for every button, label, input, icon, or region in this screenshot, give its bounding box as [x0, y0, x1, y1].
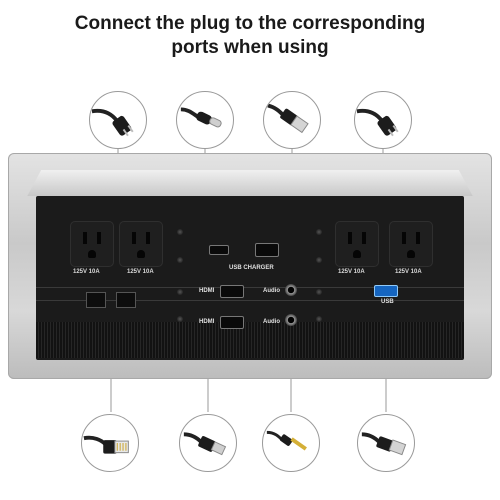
ethernet-port	[116, 292, 136, 308]
hdmi-port	[220, 285, 244, 298]
mount-screw	[177, 229, 183, 235]
instruction-heading: Connect the plug to the corresponding po…	[0, 12, 500, 60]
mount-screw	[177, 316, 183, 322]
panel-lid	[27, 170, 473, 196]
mount-screw	[316, 316, 322, 322]
usb-a-port	[374, 285, 398, 297]
usb-c-plug-icon	[176, 91, 234, 149]
hdmi-port	[220, 316, 244, 329]
outlet-rating-label: 125V 10A	[73, 269, 100, 275]
usb-a-charger-port	[255, 243, 279, 257]
brush-strip	[36, 322, 464, 358]
usb-label: USB	[381, 299, 394, 305]
power-plug-icon	[89, 91, 147, 149]
hdmi-label: HDMI	[199, 319, 215, 325]
ethernet-plug-icon	[81, 414, 139, 472]
mount-screw	[316, 257, 322, 263]
outlet-rating-label: 125V 10A	[127, 269, 154, 275]
hdmi-plug-icon	[179, 414, 237, 472]
heading-line-1: Connect the plug to the corresponding	[74, 13, 426, 34]
power-plug-icon	[354, 91, 412, 149]
audio-jack	[285, 284, 297, 296]
rail-divider	[36, 300, 464, 301]
power-outlet	[390, 222, 432, 266]
hdmi-label: HDMI	[199, 288, 215, 294]
ethernet-port	[86, 292, 106, 308]
mount-screw	[316, 289, 322, 295]
outlet-rating-label: 125V 10A	[338, 269, 365, 275]
audio-label: Audio	[263, 319, 280, 325]
mount-screw	[177, 257, 183, 263]
audio-jack	[285, 314, 297, 326]
power-outlet	[120, 222, 162, 266]
power-outlet	[336, 222, 378, 266]
outlet-rating-label: 125V 10A	[395, 269, 422, 275]
rail-divider	[36, 287, 464, 288]
usb-charger-label: USB CHARGER	[229, 265, 274, 271]
usb-a-plug-icon	[357, 414, 415, 472]
audio-plug-icon	[262, 414, 320, 472]
mount-screw	[177, 289, 183, 295]
heading-line-2: ports when using	[171, 37, 329, 58]
audio-label: Audio	[263, 288, 280, 294]
usb-c-port	[209, 245, 229, 255]
power-outlet	[71, 222, 113, 266]
usb-a-plug-icon	[263, 91, 321, 149]
mount-screw	[316, 229, 322, 235]
